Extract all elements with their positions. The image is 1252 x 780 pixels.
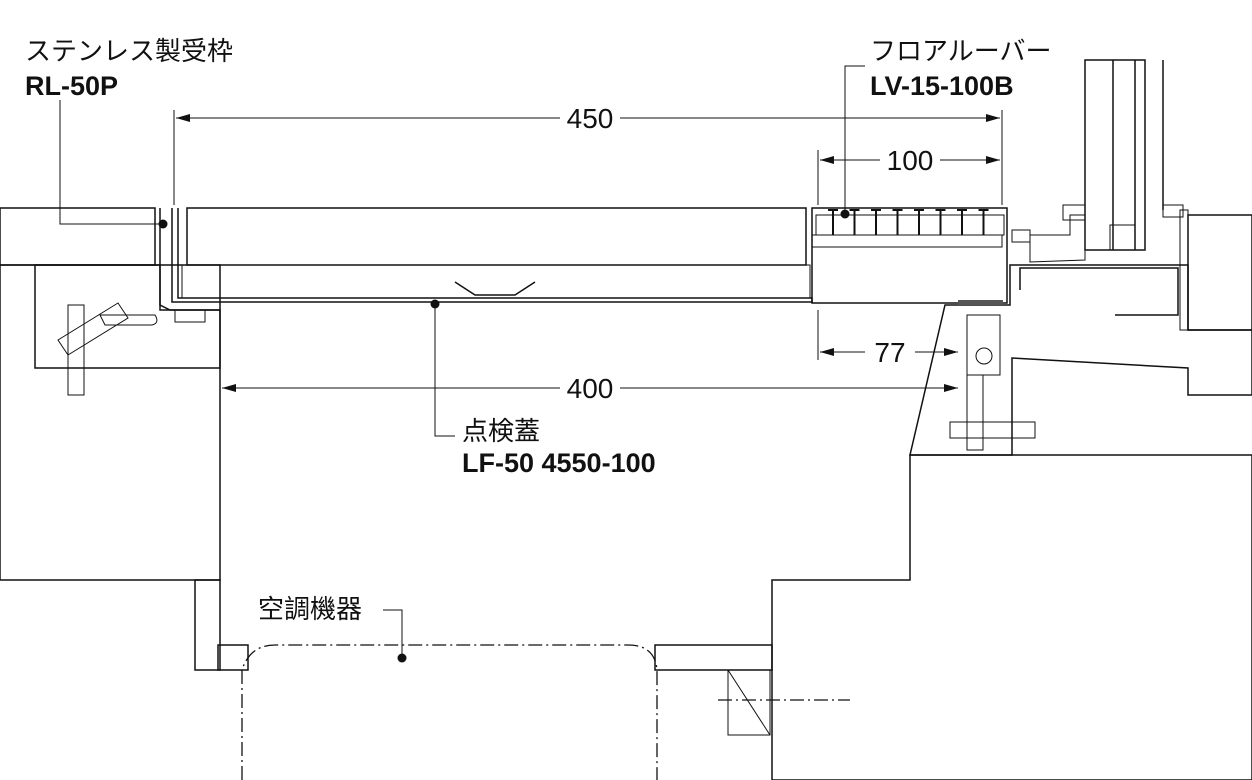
- louver-blade: [828, 209, 838, 235]
- louver-blade: [978, 209, 989, 235]
- sleeve-detail: [727, 669, 771, 736]
- equipment-label: 空調機器: [258, 595, 362, 625]
- frame-code-label: RL-50P: [25, 71, 118, 101]
- mortar-bed: [34, 264, 1252, 456]
- louver-blade: [935, 209, 946, 235]
- louver-blade: [871, 209, 881, 235]
- louver-blade: [849, 209, 860, 235]
- louver-blade: [957, 209, 967, 235]
- frame-name-label: ステンレス製受枠: [25, 37, 233, 67]
- dimension-offset: 77: [874, 337, 905, 368]
- louver-blade: [914, 209, 924, 235]
- structural-slab: [0, 264, 1252, 780]
- louver-name-label: フロアルーバー: [870, 37, 1051, 67]
- dimension-lines: [173, 110, 1003, 392]
- leader-lines: [59, 65, 865, 663]
- lid-name-label: 点検蓋: [462, 417, 540, 447]
- lid-code-label: LF-50 4550-100: [462, 448, 656, 478]
- floor-louver: [811, 207, 1036, 451]
- anchor-bolt-left: [57, 302, 158, 396]
- dimension-overall: 450: [567, 103, 614, 134]
- dimension-louver-width: 100: [887, 145, 934, 176]
- floor-finish: [0, 207, 1252, 331]
- dimension-opening: 400: [567, 373, 614, 404]
- equipment-outline: [241, 644, 658, 780]
- window-sash: [1011, 59, 1189, 331]
- inspection-lid: [159, 208, 813, 323]
- louver-blade: [892, 209, 903, 235]
- louver-code-label: LV-15-100B: [870, 71, 1014, 101]
